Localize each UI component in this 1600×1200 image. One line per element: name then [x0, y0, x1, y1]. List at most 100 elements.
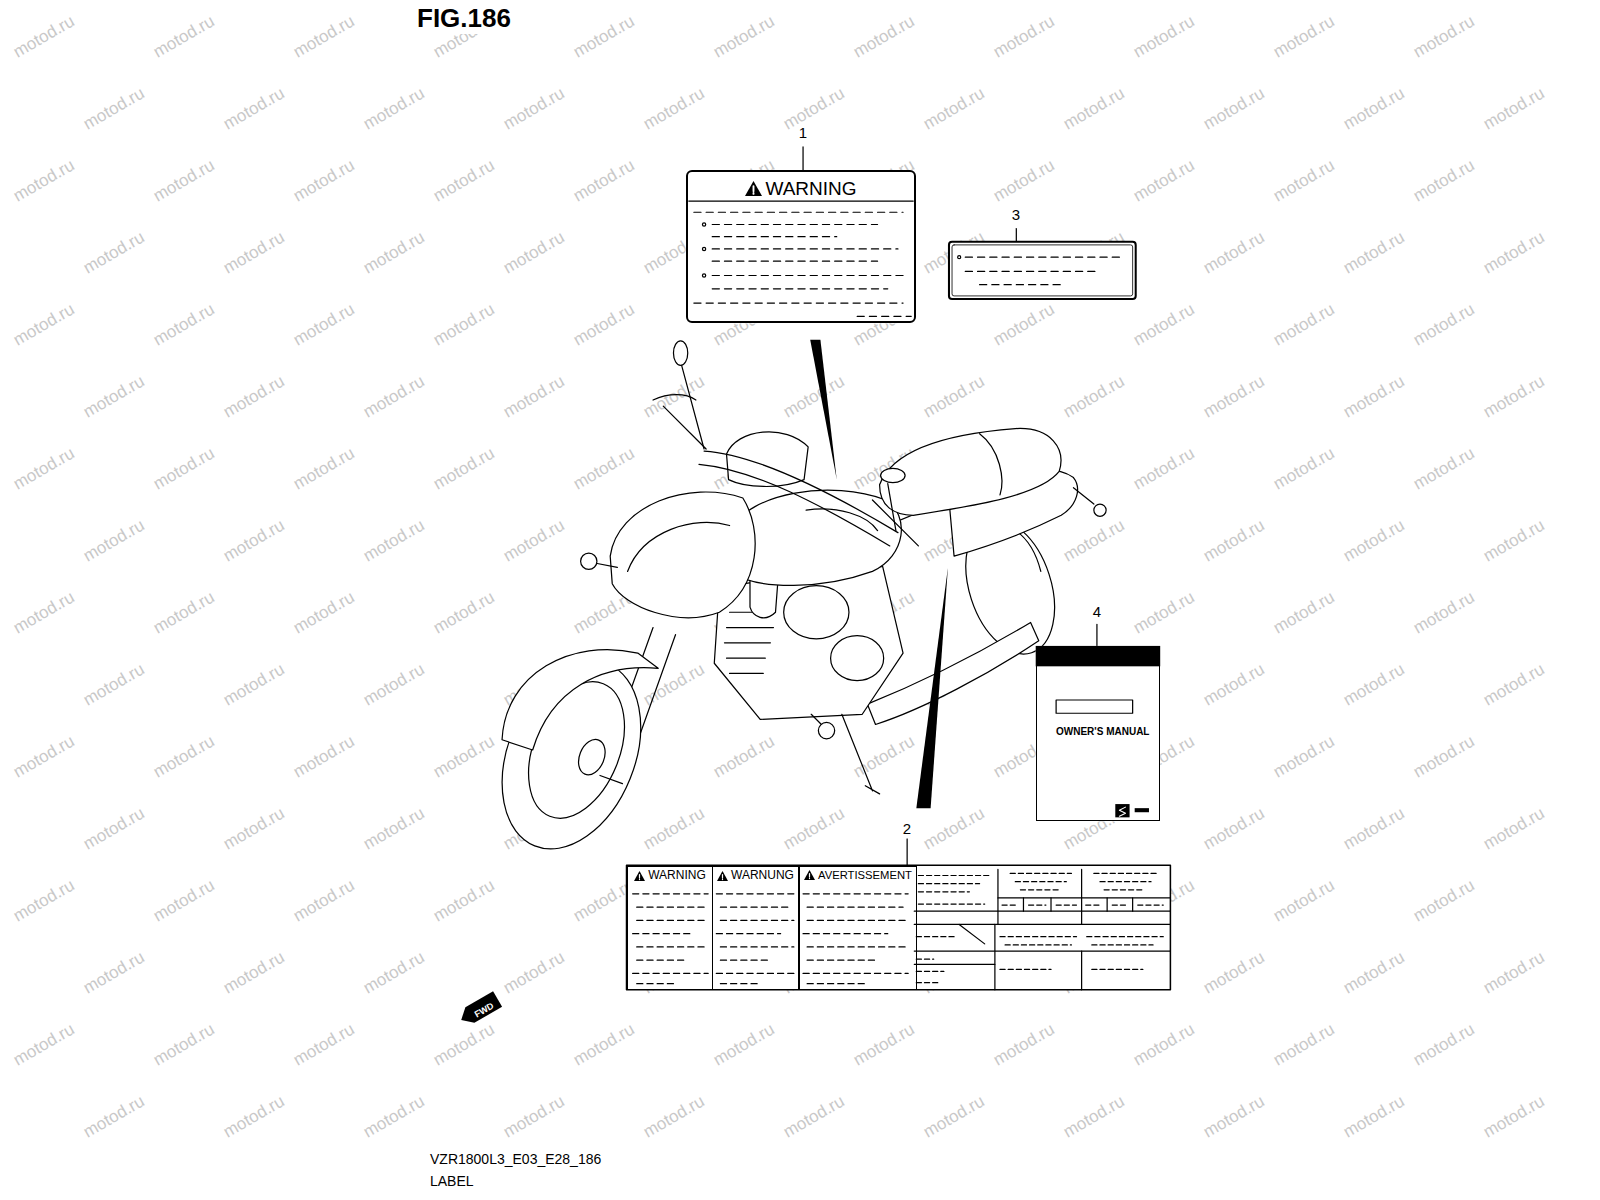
watermark: motod.ru [780, 83, 848, 133]
exclamation-mark [753, 187, 755, 195]
watermark-box: motod.ru [150, 11, 218, 61]
watermark-box: motod.ru [1060, 83, 1128, 133]
watermark: motod.ru [1410, 1019, 1478, 1069]
parts-drawing [476, 147, 1170, 990]
leader-line-part [802, 147, 803, 170]
exclamation-mark [639, 874, 640, 879]
multilingual-label-frame [627, 865, 1171, 989]
watermark: motod.ru [290, 299, 358, 349]
watermark-box: motod.ru [360, 947, 428, 997]
watermark: motod.ru [1130, 155, 1198, 205]
watermark: motod.ru [500, 515, 568, 565]
watermark: motod.ru [80, 83, 148, 133]
watermark-box: motod.ru [150, 155, 218, 205]
motorcycle-outline-part [1073, 488, 1093, 504]
motorcycle-outline-part [888, 484, 896, 531]
watermark-box: motod.ru [640, 371, 708, 421]
watermark: motod.ru [1200, 947, 1268, 997]
watermark-box: motod.ru [1130, 299, 1198, 349]
watermark-box: motod.ru [430, 443, 498, 493]
watermark-box: motod.ru [1410, 299, 1478, 349]
watermark: motod.ru [150, 155, 218, 205]
motorcycle-outline-part [663, 406, 706, 449]
watermark: motod.ru [500, 1091, 568, 1141]
watermark-box: motod.ru [10, 731, 78, 781]
watermark: motod.ru [1060, 1091, 1128, 1141]
watermark-box: motod.ru [220, 803, 288, 853]
watermark: motod.ru [500, 947, 568, 997]
watermark: motod.ru [430, 587, 498, 637]
owners-manual-cover: OWNER'S MANUAL [1036, 646, 1160, 821]
watermark-box: motod.ru [1340, 83, 1408, 133]
watermark: motod.ru [920, 803, 988, 853]
manual-cover [1036, 646, 1160, 822]
watermark: motod.ru [360, 1091, 428, 1141]
label-heading: OWNER'S MANUAL [1056, 726, 1149, 738]
multilingual-label-frame-part [916, 873, 1163, 982]
watermark: motod.ru [1130, 443, 1198, 493]
watermark-box: motod.ru [1270, 443, 1338, 493]
motorcycle-outline-part [880, 428, 1061, 515]
watermark-box: motod.ru [220, 83, 288, 133]
motorcycle-outline-part [704, 451, 898, 533]
figure-caption-box: LABEL [428, 1172, 476, 1190]
watermark-box: motod.ru [1270, 299, 1338, 349]
watermark: motod.ru [1340, 803, 1408, 853]
watermark-box: motod.ru [1480, 947, 1548, 997]
exclamation-mark [722, 874, 723, 879]
watermark-box: motod.ru [430, 587, 498, 637]
watermark: motod.ru [10, 11, 78, 61]
watermark: motod.ru [290, 875, 358, 925]
motorcycle-outline-part [831, 636, 884, 681]
warning-label-backing-part [702, 247, 705, 250]
motorcycle-outline-part [502, 650, 658, 750]
watermark: motod.ru [10, 1019, 78, 1069]
figure-code-box: VZR1800L3_E03_E28_186 [428, 1150, 603, 1168]
watermark-box: motod.ru [1130, 155, 1198, 205]
watermark: motod.ru [80, 371, 148, 421]
watermark-box: motod.ru [1410, 1019, 1478, 1069]
motorcycle-outline-part [842, 714, 880, 794]
motorcycle-outline-part [980, 434, 1002, 495]
watermark: motod.ru [850, 1019, 918, 1069]
watermark: motod.ru [360, 227, 428, 277]
motorcycle-outline-part [811, 714, 821, 724]
watermark-box: motod.ru [1410, 731, 1478, 781]
watermark: motod.ru [80, 947, 148, 997]
watermark-box: motod.ru [290, 443, 358, 493]
info-label-3-part [958, 256, 961, 259]
watermark: motod.ru [1060, 371, 1128, 421]
watermark-box: motod.ru [1200, 515, 1268, 565]
watermark: motod.ru [220, 803, 288, 853]
watermark-box: motod.ru [220, 1091, 288, 1141]
watermark-box: motod.ru [1270, 11, 1338, 61]
watermark: motod.ru [570, 1019, 638, 1069]
info-label-3-part [965, 257, 1122, 285]
watermark: motod.ru [570, 11, 638, 61]
heading-row: OWNER'S MANUAL [1056, 726, 1155, 738]
callout-number: 2 [903, 820, 911, 837]
watermark-box: motod.ru [1200, 803, 1268, 853]
callout-number-box: 1 [797, 124, 809, 142]
watermark: motod.ru [1480, 83, 1548, 133]
watermark-box: motod.ru [1130, 11, 1198, 61]
watermark: motod.ru [1200, 1091, 1268, 1141]
info-label-3-part [952, 245, 1133, 296]
watermark-box: motod.ru [1200, 371, 1268, 421]
watermark-box: motod.ru [640, 83, 708, 133]
motorcycle-outline [476, 341, 1106, 870]
watermark-box: motod.ru [80, 1091, 148, 1141]
watermark: motod.ru [360, 371, 428, 421]
watermark-box: motod.ru [290, 587, 358, 637]
watermark-box: motod.ru [570, 155, 638, 205]
watermark-box: motod.ru [80, 803, 148, 853]
watermark-box: motod.ru [1480, 515, 1548, 565]
warning-triangle [717, 871, 728, 881]
manual-cover-part [1056, 700, 1133, 713]
watermark: motod.ru [500, 227, 568, 277]
watermark-box: motod.ru [990, 155, 1058, 205]
watermark-box: motod.ru [1340, 227, 1408, 277]
watermark-box: motod.ru [430, 875, 498, 925]
watermark-box: motod.ru [10, 11, 78, 61]
watermark: motod.ru [1200, 371, 1268, 421]
